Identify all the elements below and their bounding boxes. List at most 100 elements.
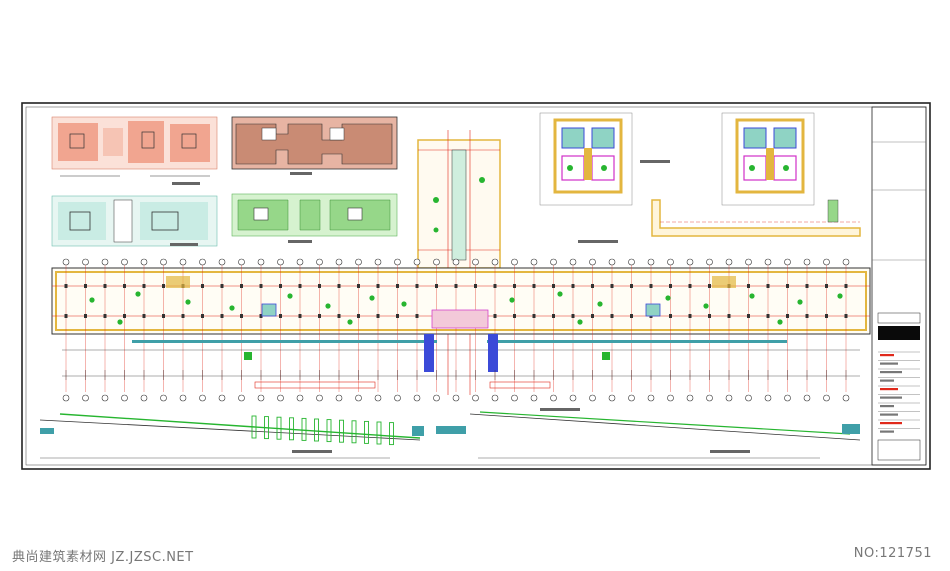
grid-axis-bubble-icon — [82, 394, 89, 402]
column-mark — [591, 314, 594, 318]
column-mark — [259, 314, 263, 318]
column-mark — [318, 284, 321, 288]
grid-axis-bubble-icon — [550, 394, 557, 402]
title-block — [871, 106, 927, 466]
column-mark — [844, 314, 848, 318]
column-mark — [805, 314, 809, 318]
column-mark — [747, 314, 750, 318]
planter-spot — [837, 293, 843, 299]
grid-axis-bubble-icon — [433, 258, 440, 266]
grid-axis-bubble-icon — [335, 394, 343, 402]
column-mark — [708, 284, 711, 288]
column-mark — [103, 314, 107, 318]
grid-axis-bubble-icon — [121, 258, 128, 266]
grid-axis-bubble-icon — [179, 258, 187, 266]
planter-spot — [557, 291, 563, 297]
grid-axis-bubble-icon — [218, 258, 226, 266]
column-mark — [220, 284, 224, 288]
planter-spot — [287, 293, 293, 299]
column-mark — [669, 314, 672, 318]
planter-spot — [229, 305, 235, 311]
grid-axis-bubble-icon — [62, 258, 70, 266]
grid-axis-bubble-icon — [160, 258, 167, 266]
grid-axis-bubble-icon — [491, 258, 499, 266]
grid-axis-bubble-icon — [140, 394, 148, 402]
planter-spot — [777, 319, 783, 325]
column-mark — [571, 314, 575, 318]
column-mark — [279, 314, 282, 318]
vertical-connector-plan — [417, 130, 501, 395]
retaining-post — [376, 421, 382, 445]
section-retaining-posts — [251, 415, 394, 446]
column-mark — [669, 284, 672, 288]
planter-spot — [597, 301, 603, 307]
unit-plan-green — [231, 193, 398, 243]
column-mark — [357, 284, 360, 288]
grid-axis-bubble-icon — [140, 258, 148, 266]
grid-axis-bubble-icon — [647, 258, 655, 266]
title-block-rows — [878, 351, 920, 433]
column-mark — [688, 314, 692, 318]
planter-spot — [369, 295, 375, 301]
grid-axis-bubble-icon — [764, 394, 772, 402]
column-mark — [844, 284, 848, 288]
grid-axis-bubble-icon — [667, 394, 674, 402]
title-block-row-mark — [880, 371, 902, 374]
column-mark — [123, 284, 126, 288]
grid-axis-bubble-icon — [530, 394, 538, 402]
retaining-post — [364, 420, 369, 444]
column-mark — [376, 284, 380, 288]
column-mark — [240, 314, 243, 318]
column-mark — [805, 284, 809, 288]
column-mark — [552, 284, 555, 288]
planter-spot — [749, 293, 755, 299]
grid-axis-bubble-icon — [667, 258, 674, 266]
grid-axis-bubble-icon — [355, 258, 362, 266]
grid-axis-bubble-icon — [511, 258, 518, 266]
column-mark — [337, 284, 341, 288]
grid-axis-bubble-icon-row-bottom — [62, 394, 850, 402]
grid-axis-bubble-icon — [823, 258, 830, 266]
grid-axis-bubble-icon — [374, 394, 382, 402]
retaining-post — [251, 415, 257, 439]
grid-axis-bubble-icon — [784, 394, 791, 402]
grid-axis-bubble-icon — [530, 258, 538, 266]
grid-axis-bubble-icon — [121, 394, 128, 402]
grid-axis-bubble-icon — [238, 394, 245, 402]
grid-axis-bubble-icon — [355, 394, 362, 402]
grid-axis-bubble-icon — [296, 394, 304, 402]
column-mark — [591, 284, 594, 288]
column-mark — [649, 284, 653, 288]
planter-spot — [185, 299, 191, 305]
column-mark — [688, 284, 692, 288]
title-block-row-mark — [880, 362, 898, 365]
column-mark — [435, 284, 438, 288]
grid-axis-bubble-icon — [706, 394, 713, 402]
planter-spot — [577, 319, 583, 325]
column-mark — [298, 314, 302, 318]
column-mark — [630, 314, 633, 318]
column-mark — [142, 284, 146, 288]
grid-axis-bubble-icon — [101, 258, 109, 266]
grid-axis-bubble-icon — [569, 258, 577, 266]
longitudinal-section-left — [39, 413, 424, 459]
unit-plan-brown — [231, 116, 398, 175]
retaining-post — [326, 419, 332, 443]
grid-axis-bubble-icon — [745, 258, 752, 266]
grid-axis-bubble-icon — [472, 394, 479, 402]
column-mark — [84, 284, 87, 288]
grid-axis-bubble-icon — [257, 258, 265, 266]
planter-spot — [797, 299, 803, 305]
lower-plan-band — [62, 334, 860, 389]
watermark-site-name: 典尚建筑素材网 JZ.JZSC.NET — [12, 550, 194, 565]
column-mark — [376, 314, 380, 318]
grid-axis-bubble-icon — [257, 394, 265, 402]
grid-axis-bubble-icon — [725, 258, 733, 266]
planter-spot — [509, 297, 515, 303]
column-mark — [396, 284, 399, 288]
planter-spot — [135, 291, 141, 297]
column-mark — [64, 314, 68, 318]
watermark-serial-number: NO:121751 — [853, 546, 932, 561]
column-mark — [240, 284, 243, 288]
column-mark — [123, 314, 126, 318]
